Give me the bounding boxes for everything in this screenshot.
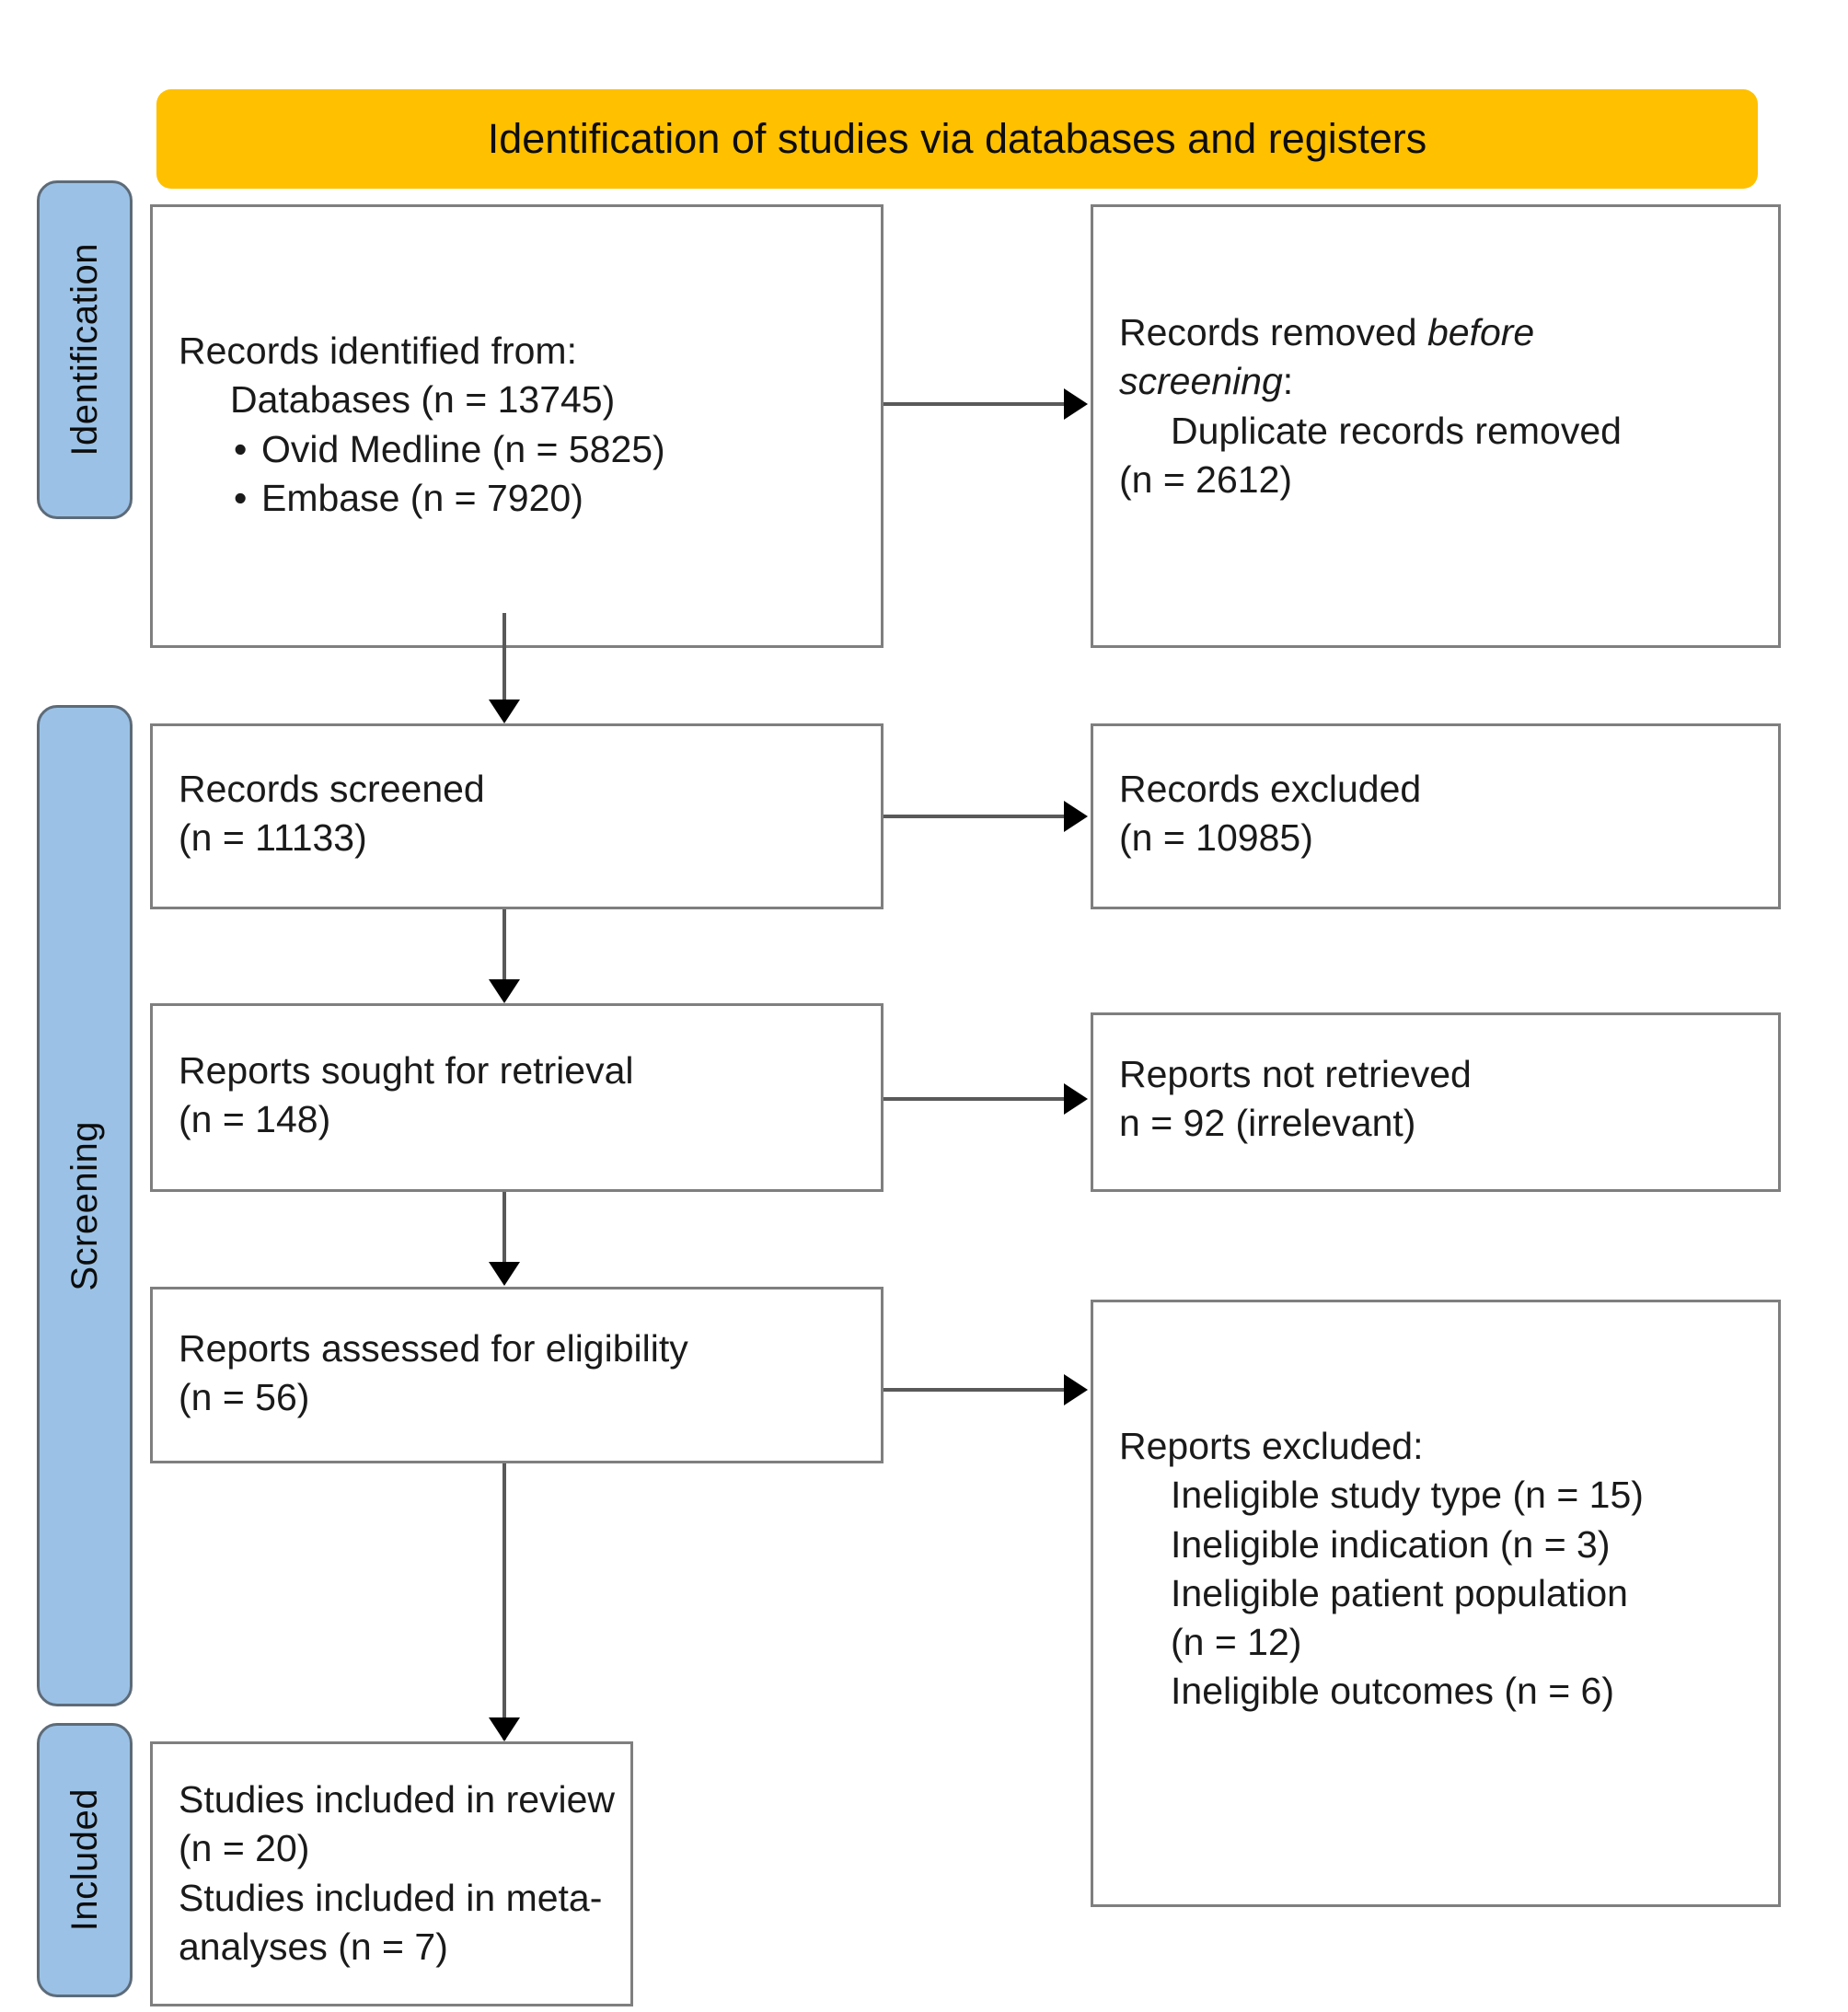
reports-not-retrieved-count: n = 92 (irrelevant) <box>1119 1102 1416 1145</box>
arrowhead-screened-to-excluded <box>1064 801 1088 832</box>
records-removed-detail: Duplicate records removed <box>1171 409 1622 452</box>
records-excluded-count: (n = 10985) <box>1119 816 1313 860</box>
studies-included-review-count: (n = 20) <box>179 1827 310 1870</box>
identification-banner-title: Identification of studies via databases … <box>487 115 1427 162</box>
arrowhead-sought-to-not-retrieved <box>1064 1083 1088 1115</box>
stage-tab-included-label: Included <box>64 1788 105 1932</box>
stage-tab-included[interactable]: Included <box>37 1723 133 1997</box>
records-identified-source-item: • Embase (n = 7920) <box>179 474 872 523</box>
reports-excluded-title: Reports excluded: <box>1119 1425 1424 1467</box>
records-excluded-title: Records excluded <box>1119 768 1422 810</box>
reports-not-retrieved-title: Reports not retrieved <box>1119 1053 1472 1095</box>
studies-included-meta-count: analyses (n = 7) <box>179 1925 448 1968</box>
records-removed-title-normal: Records removed <box>1119 311 1427 353</box>
reports-excluded-reason-count: (n = 12) <box>1171 1621 1302 1664</box>
box-studies-included[interactable]: Studies included in review (n = 20) Stud… <box>150 1741 633 2006</box>
reports-sought-count: (n = 148) <box>179 1098 331 1141</box>
records-removed-title: Records removed before <box>1119 308 1769 357</box>
records-removed-title-colon: : <box>1282 360 1294 403</box>
box-reports-sought[interactable]: Reports sought for retrieval (n = 148) <box>150 1003 884 1192</box>
reports-sought-title: Reports sought for retrieval <box>179 1049 634 1092</box>
bullet-icon: • <box>234 476 248 519</box>
reports-excluded-reason: Ineligible outcomes (n = 6) <box>1171 1670 1615 1713</box>
identification-banner: Identification of studies via databases … <box>156 89 1758 189</box>
connector-identified-to-screened <box>502 613 506 720</box>
records-screened-title: Records screened <box>179 768 485 810</box>
records-identified-source-item: • Ovid Medline (n = 5825) <box>179 425 872 474</box>
reports-excluded-reason: Ineligible indication (n = 3) <box>1171 1522 1611 1566</box>
stage-tab-screening[interactable]: Screening <box>37 705 133 1706</box>
studies-included-review-title: Studies included in review <box>179 1778 616 1821</box>
box-reports-excluded[interactable]: Reports excluded: Ineligible study type … <box>1091 1300 1781 1907</box>
arrowhead-identified-to-screened <box>489 700 520 723</box>
stage-tab-identification-label: Identification <box>64 243 105 457</box>
connector-assessed-to-included <box>502 1463 506 1740</box>
records-removed-count: (n = 2612) <box>1119 457 1293 501</box>
connector-identified-to-removed <box>884 402 1064 406</box>
box-reports-not-retrieved[interactable]: Reports not retrieved n = 92 (irrelevant… <box>1091 1012 1781 1192</box>
reports-assessed-title: Reports assessed for eligibility <box>179 1327 688 1370</box>
reports-assessed-count: (n = 56) <box>179 1376 310 1419</box>
arrowhead-sought-to-assessed <box>489 1262 520 1286</box>
stage-tab-screening-label: Screening <box>64 1120 105 1291</box>
box-records-screened[interactable]: Records screened (n = 11133) <box>150 723 884 909</box>
connector-screened-to-sought <box>502 909 506 1000</box>
box-reports-assessed[interactable]: Reports assessed for eligibility (n = 56… <box>150 1287 884 1463</box>
connector-sought-to-not-retrieved <box>884 1097 1064 1101</box>
box-records-identified[interactable]: Records identified from: Databases (n = … <box>150 204 884 648</box>
records-identified-title: Records identified from: <box>179 330 577 372</box>
bullet-icon: • <box>234 427 248 470</box>
records-identified-databases: Databases (n = 13745) <box>230 378 616 422</box>
reports-excluded-reason: Ineligible patient population <box>1171 1571 1628 1614</box>
studies-included-meta-title: Studies included in meta- <box>179 1876 603 1919</box>
arrowhead-assessed-to-excluded <box>1064 1374 1088 1405</box>
connector-sought-to-assessed <box>502 1192 506 1282</box>
records-removed-title-italic-2: screening <box>1119 360 1283 403</box>
connector-assessed-to-excluded <box>884 1388 1064 1392</box>
arrowhead-identified-to-removed <box>1064 388 1088 420</box>
box-records-excluded[interactable]: Records excluded (n = 10985) <box>1091 723 1781 909</box>
connector-screened-to-excluded <box>884 815 1064 818</box>
reports-excluded-reason: Ineligible study type (n = 15) <box>1171 1474 1644 1517</box>
arrowhead-assessed-to-included <box>489 1717 520 1741</box>
records-screened-count: (n = 11133) <box>179 816 367 860</box>
box-records-removed[interactable]: Records removed before screening: Duplic… <box>1091 204 1781 648</box>
records-identified-source-label: Embase (n = 7920) <box>261 476 583 519</box>
arrowhead-screened-to-sought <box>489 979 520 1003</box>
records-identified-source-label: Ovid Medline (n = 5825) <box>261 427 665 470</box>
stage-tab-identification[interactable]: Identification <box>37 180 133 519</box>
records-removed-title-line2: screening: <box>1119 357 1769 406</box>
records-removed-title-italic: before <box>1426 311 1535 353</box>
